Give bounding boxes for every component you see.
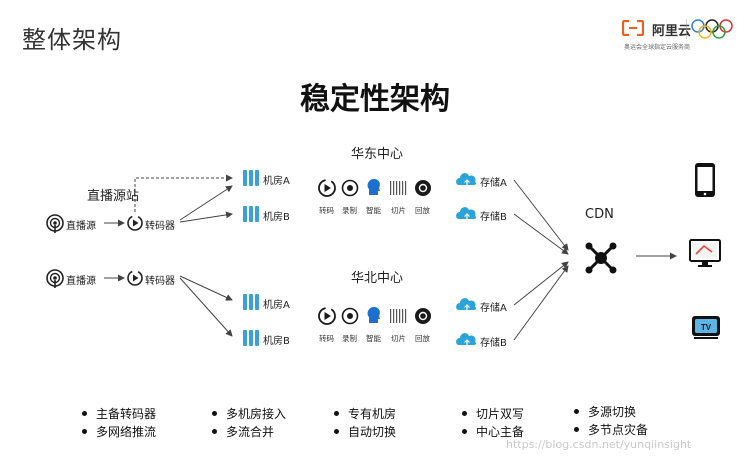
region-east-label: 华东中心 [351,147,404,162]
bullet-group-3: 专有机房 自动切换 [334,405,396,441]
stream-station-label: 直播源站 [87,189,140,204]
service-label-playback: 回放 [415,206,430,215]
dashed-link-transcoder-roomA [134,174,233,212]
service-label-record: 录制 [342,206,357,215]
record-icon [341,307,359,325]
room-b-label: 机房B [263,212,290,223]
region-north-label: 华北中心 [351,271,404,286]
arrow-t2-roomB [179,277,233,337]
storage-b-label: 存储B [480,338,507,349]
arrow-storage-east-a-cdn [513,179,569,251]
cloud-storage-icon [456,333,477,346]
transcode-icon [318,307,336,325]
bullet-group-1: 主备转码器 多网络推流 [82,405,156,441]
watermark-text: https://blog.csdn.net/yunqiinsight [506,438,692,451]
cloud-storage-icon [456,207,477,220]
source-label: 直播源 [66,276,96,287]
playback-icon [415,180,431,196]
room-b-label: 机房B [263,336,290,347]
bullet-item: 专有机房 [334,405,396,423]
storage-a-label: 存储A [480,178,507,189]
arrow-storage-north-b-cdn [513,265,569,341]
brain-icon [367,179,380,195]
flow-arrows [104,174,677,341]
slide-title: 整体架构 [22,26,122,54]
arrow-storage-east-b-cdn [513,213,569,255]
bullet-item: 自动切换 [334,423,396,441]
server-rack-icon [243,294,259,310]
service-label-playback: 回放 [415,334,430,343]
bullet-item: 多机房接入 [212,405,286,423]
bullet-group-5: 多源切换 多节点灾备 [574,403,648,439]
slice-icon [390,309,407,323]
bullet-item: 主备转码器 [82,405,156,423]
service-label-record: 录制 [342,334,357,343]
service-label-slice: 切片 [391,334,406,343]
cloud-storage-icon [456,173,477,186]
main-title: 稳定性架构 [300,82,450,117]
brain-icon [367,307,380,323]
storage-b-label: 存储B [480,212,507,223]
broadcast-icon [46,269,64,288]
arrow-storage-north-a-cdn [513,261,569,306]
room-a-label: 机房A [263,300,290,311]
arrow-t2-roomA [179,275,233,301]
service-label-smart: 智能 [366,334,381,343]
svg-text:TV: TV [701,323,712,332]
transcoder-label: 转码器 [145,221,175,232]
cloud-storage-icon [456,298,477,311]
arrow-t1-roomB [179,211,233,223]
bullet-item: 切片双写 [462,405,524,423]
bullet-group-4: 切片双写 中心主备 [462,405,524,441]
service-icons-north [318,307,431,325]
record-icon [341,179,359,197]
bullet-item: 多流合并 [212,423,286,441]
bullet-item: 多节点灾备 [574,421,648,439]
phone-icon [695,163,715,197]
service-label-transcode: 转码 [319,334,334,343]
bullet-item: 多网络推流 [82,423,156,441]
transcoder-label: 转码器 [145,276,175,287]
bullet-group-2: 多机房接入 多流合并 [212,405,286,441]
transcoder-icon [127,270,143,286]
cdn-label: CDN [585,207,614,222]
cdn-network-icon [585,242,617,274]
tv-icon: TV [692,316,720,339]
transcoder-icon [127,215,143,231]
service-label-slice: 切片 [391,206,406,215]
monitor-icon [689,239,721,267]
transcode-icon [318,179,336,197]
service-label-transcode: 转码 [319,206,334,215]
slice-icon [390,181,407,195]
bullet-item: 中心主备 [462,423,524,441]
service-icons-east [318,179,431,197]
server-rack-icon [243,330,259,346]
arrow-t1-roomA [179,185,233,221]
aliyun-logo-icon [622,20,644,36]
broadcast-icon [46,214,64,233]
bullet-item: 多源切换 [574,403,648,421]
server-rack-icon [243,206,259,222]
service-label-smart: 智能 [366,206,381,215]
playback-icon [415,308,431,324]
logo-name: 阿里云 [652,24,692,39]
room-a-label: 机房A [263,176,290,187]
olympic-rings-icon [686,19,733,39]
source-label: 直播源 [66,221,96,232]
logo-subtitle: 奥运会全球指定云服务商 [624,44,691,51]
storage-a-label: 存储A [480,303,507,314]
server-rack-icon [243,170,259,186]
